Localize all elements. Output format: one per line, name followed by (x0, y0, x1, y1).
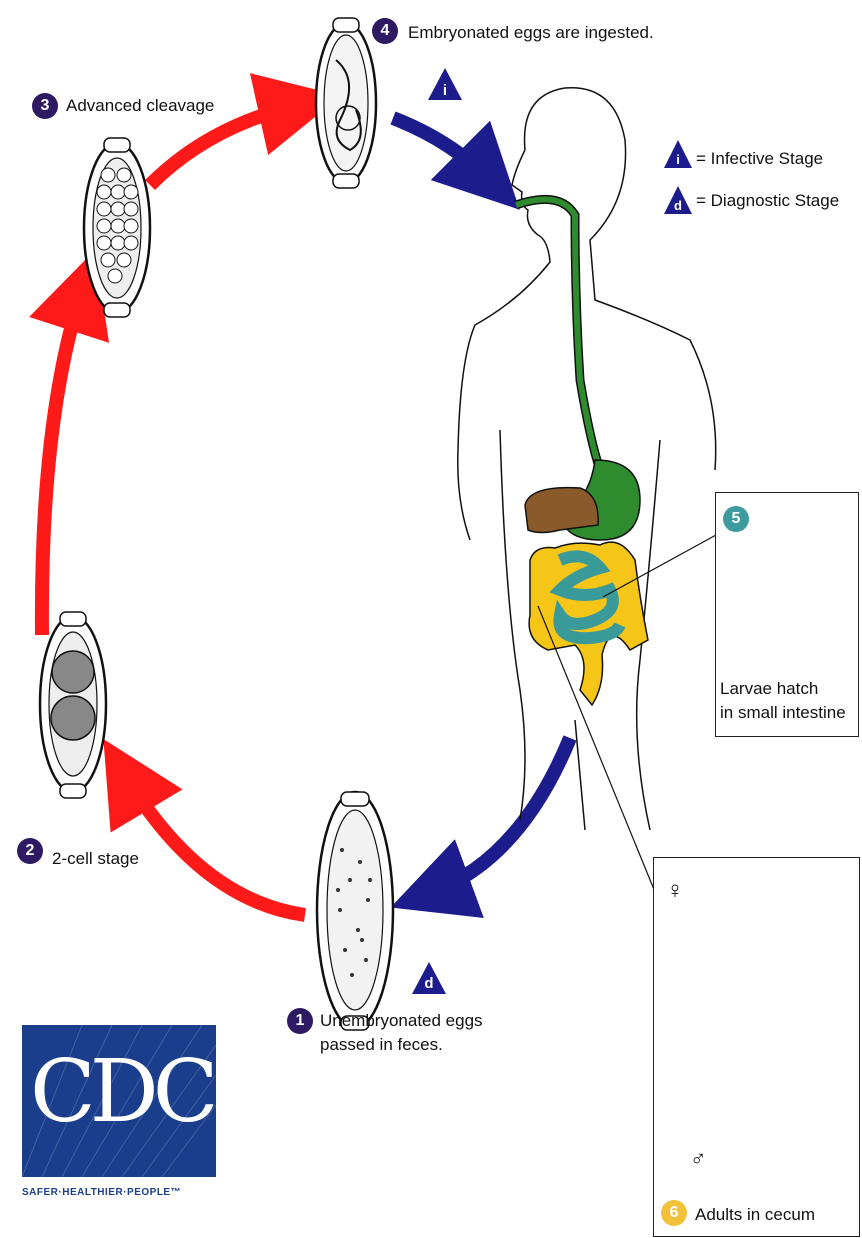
cdc-tagline: SAFER·HEALTHIER·PEOPLE™ (22, 1187, 181, 1198)
stage-3-number: 3 (32, 93, 58, 119)
egg-stage-1 (317, 792, 393, 1030)
diagnostic-marker-letter: d (419, 975, 439, 992)
stage-2-number: 2 (17, 838, 43, 864)
stage-4-number: 4 (372, 18, 398, 44)
cdc-logo: CDC (22, 1025, 216, 1177)
stage-5-label-line1: Larvae hatch (720, 678, 818, 700)
stage-5-label-line2: in small intestine (720, 702, 846, 724)
stage-5-number: 5 (723, 506, 749, 532)
legend-diagnostic-label: = Diagnostic Stage (696, 190, 839, 212)
legend-infective-label: = Infective Stage (696, 148, 823, 170)
stage-4-label: Embryonated eggs are ingested. (408, 22, 654, 44)
stage-6-number: 6 (661, 1200, 687, 1226)
arrow-3-to-4 (150, 105, 300, 185)
egg-stage-4 (316, 18, 376, 188)
liver (525, 488, 598, 533)
stage-1-label-line1: Unembryonated eggs (320, 1010, 483, 1032)
stage-6-label: Adults in cecum (695, 1204, 815, 1226)
arrow-1-to-2 (125, 775, 305, 915)
arrow-passed-feces (430, 738, 570, 893)
legend-infective-letter: i (668, 152, 688, 167)
infective-marker-letter: i (435, 82, 455, 99)
stage-1-label-line2: passed in feces. (320, 1034, 443, 1056)
female-symbol: ♀ (666, 880, 684, 902)
egg-stage-3 (84, 138, 150, 317)
cdc-logo-text: CDC (30, 1047, 213, 1137)
legend-diagnostic-letter: d (668, 198, 688, 213)
egg-stage-2 (40, 612, 106, 798)
arrow-2-to-3 (42, 290, 82, 635)
arrow-ingestion (393, 118, 490, 180)
male-symbol: ♂ (690, 1148, 707, 1170)
stage-1-number: 1 (287, 1008, 313, 1034)
stage-3-label: Advanced cleavage (66, 95, 214, 117)
stage-2-label: 2-cell stage (52, 848, 139, 870)
inset-box-stage-6 (653, 857, 860, 1237)
